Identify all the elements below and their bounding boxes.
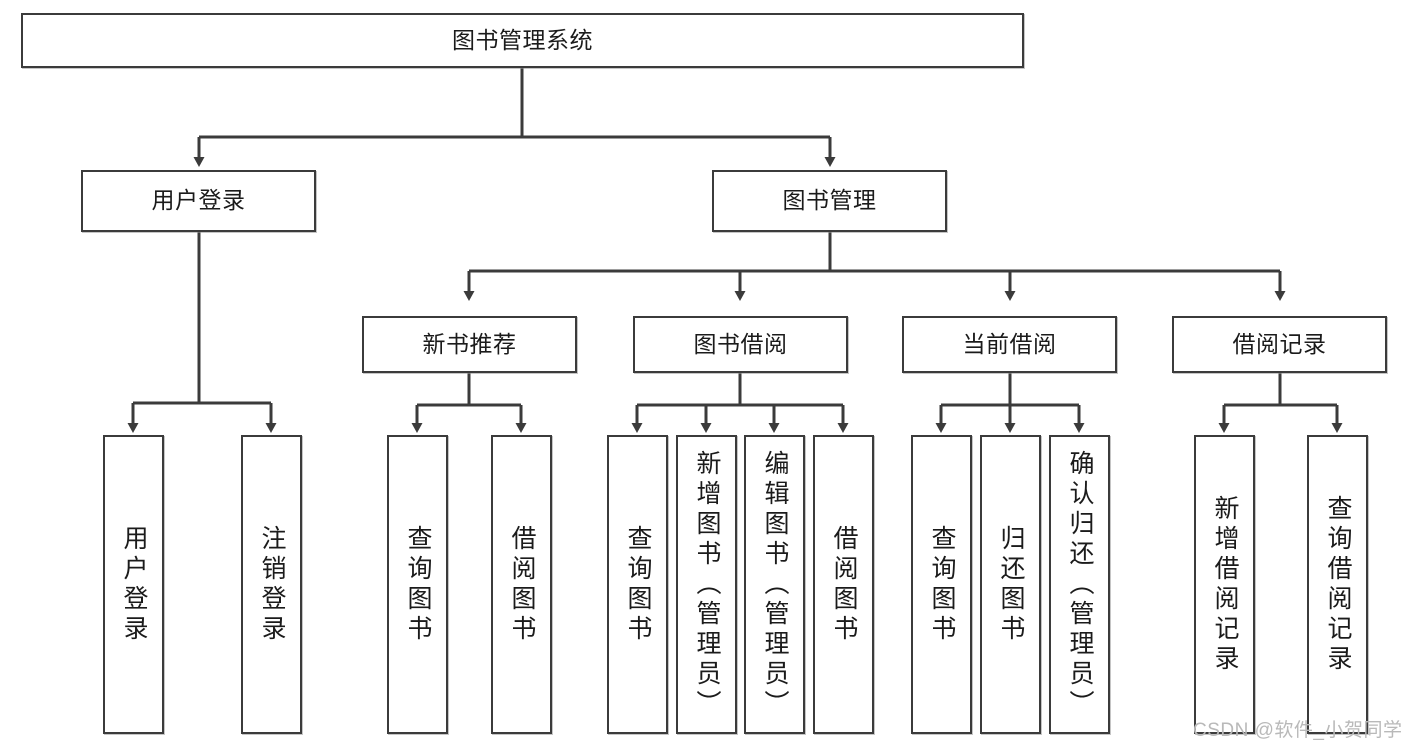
node-label: 借阅记录 <box>1232 330 1327 357</box>
node-label: 借阅图书 <box>830 524 858 645</box>
node-label: 归还图书 <box>997 524 1025 645</box>
node-borrow-record[interactable]: 借阅记录 <box>1172 316 1387 373</box>
leaf-edit-book-admin[interactable]: 编辑图书（管理员） <box>744 435 805 734</box>
node-label: 查询图书 <box>928 524 956 645</box>
node-book-borrow[interactable]: 图书借阅 <box>633 316 848 373</box>
node-label: 用户登录 <box>120 524 148 645</box>
node-label: 当前借阅 <box>962 330 1057 357</box>
leaf-logout[interactable]: 注销登录 <box>241 435 302 734</box>
leaf-add-borrow-record[interactable]: 新增借阅记录 <box>1194 435 1255 734</box>
node-root[interactable]: 图书管理系统 <box>21 13 1024 68</box>
node-label: 新增图书（管理员） <box>693 449 721 720</box>
node-new-book-recommend[interactable]: 新书推荐 <box>362 316 577 373</box>
node-label: 编辑图书（管理员） <box>761 449 789 720</box>
leaf-confirm-return-admin[interactable]: 确认归还（管理员） <box>1049 435 1110 734</box>
leaf-query-book-borrow[interactable]: 查询图书 <box>607 435 668 734</box>
node-user-login[interactable]: 用户登录 <box>81 170 316 232</box>
leaf-query-book-current[interactable]: 查询图书 <box>911 435 972 734</box>
node-label: 查询图书 <box>624 524 652 645</box>
node-label: 查询图书 <box>404 524 432 645</box>
leaf-borrow-book-recommend[interactable]: 借阅图书 <box>491 435 552 734</box>
node-current-borrow[interactable]: 当前借阅 <box>902 316 1117 373</box>
node-label: 用户登录 <box>151 187 246 214</box>
node-book-management[interactable]: 图书管理 <box>712 170 947 232</box>
node-label: 图书管理系统 <box>452 26 593 53</box>
node-label: 确认归还（管理员） <box>1066 449 1094 720</box>
leaf-query-borrow-record[interactable]: 查询借阅记录 <box>1307 435 1368 734</box>
node-label: 图书管理 <box>782 187 877 214</box>
leaf-query-book-recommend[interactable]: 查询图书 <box>387 435 448 734</box>
node-label: 新增借阅记录 <box>1211 494 1239 675</box>
node-label: 借阅图书 <box>508 524 536 645</box>
node-label: 注销登录 <box>258 524 286 645</box>
node-label: 图书借阅 <box>693 330 788 357</box>
leaf-add-book-admin[interactable]: 新增图书（管理员） <box>676 435 737 734</box>
leaf-return-book[interactable]: 归还图书 <box>980 435 1041 734</box>
leaf-borrow-book[interactable]: 借阅图书 <box>813 435 874 734</box>
leaf-user-login[interactable]: 用户登录 <box>103 435 164 734</box>
node-label: 查询借阅记录 <box>1324 494 1352 675</box>
node-label: 新书推荐 <box>422 330 517 357</box>
